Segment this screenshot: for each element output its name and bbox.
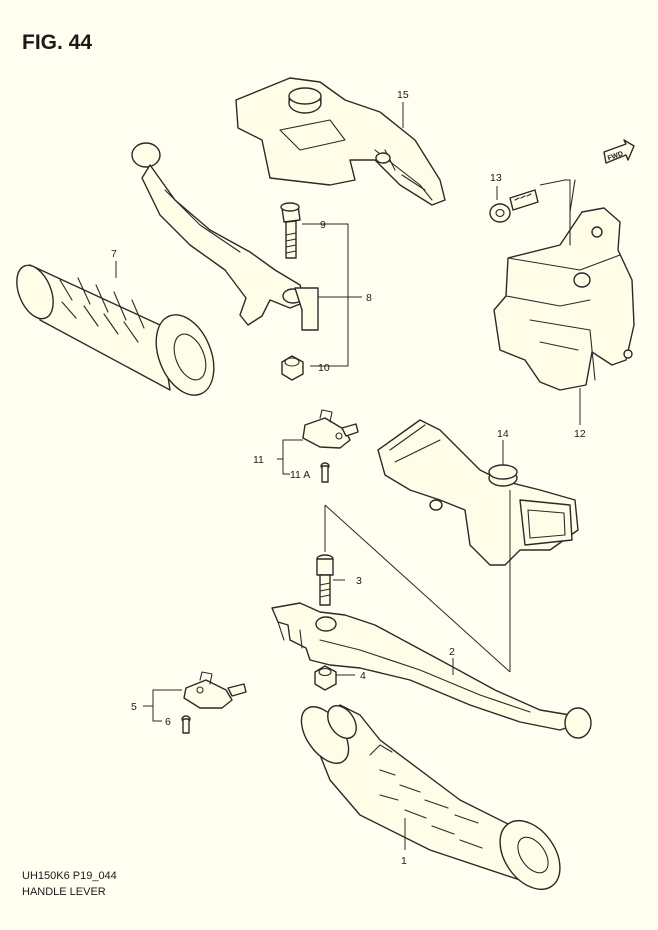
callout-12: 12: [574, 428, 586, 440]
part-9-pivot-bolt: [280, 202, 301, 259]
part-15-lever-holder: [235, 77, 446, 206]
part-4-nut: [314, 665, 337, 691]
fwd-arrow-icon: FWD: [603, 139, 635, 164]
callout-5: 5: [131, 701, 137, 713]
part-13-bolt: [489, 189, 539, 223]
callout-14: 14: [497, 428, 509, 440]
part-5-switch: [183, 671, 247, 709]
part-11a-screw: [320, 462, 330, 483]
diagram-code: UH150K6 P19_044: [22, 870, 117, 882]
callout-7: 7: [111, 248, 117, 260]
part-6-screw: [181, 715, 191, 734]
leader-lines: [115, 102, 581, 850]
callout-10: 10: [318, 362, 330, 374]
callout-2: 2: [449, 646, 455, 658]
callout-6: 6: [165, 716, 171, 728]
callout-4: 4: [360, 670, 366, 682]
upper-lever: [131, 142, 319, 331]
callout-11a: 11 A: [290, 469, 310, 481]
callout-11: 11: [253, 454, 264, 466]
part-14-lever-holder: [377, 419, 579, 566]
part-2-brake-lever: [271, 602, 592, 739]
callout-1: 1: [401, 855, 407, 867]
figure-label: FIG. 44: [22, 31, 92, 54]
part-7-left-grip: [16, 264, 215, 396]
callout-13: 13: [490, 172, 502, 184]
part-10-nut: [281, 355, 304, 381]
part-11-switch: [302, 409, 359, 449]
callout-3: 3: [356, 575, 362, 587]
part-1-throttle-grip: [300, 704, 561, 890]
callout-15: 15: [397, 89, 409, 101]
callout-labels: 15 13 7 9 8 10 12 11 11 A 14 3 2 4 5 6 1: [111, 89, 586, 867]
callout-9: 9: [320, 219, 326, 231]
part-12-switch-housing: [493, 179, 635, 391]
callout-8: 8: [366, 292, 372, 304]
part-3-pivot-bolt: [316, 554, 334, 606]
diagram-title: HANDLE LEVER: [22, 886, 106, 898]
